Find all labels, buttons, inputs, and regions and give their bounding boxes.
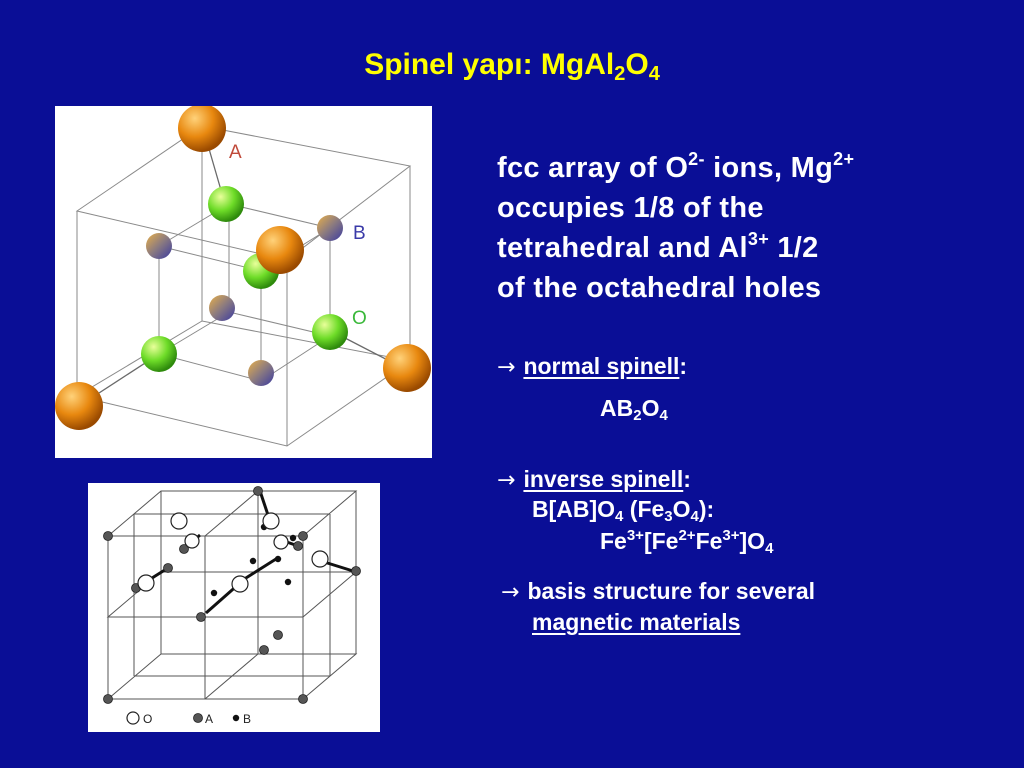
label-a: A	[229, 142, 242, 163]
label-o: O	[352, 308, 367, 329]
description-line-1: fcc array of O2- ions, Mg2+	[497, 149, 855, 184]
b-site-sphere	[317, 215, 343, 241]
basis-structure-note: →basis structure for several	[501, 578, 816, 605]
normal-spinell-heading: →normal spinell:	[497, 353, 688, 380]
description-line-2: occupies 1/8 of the	[497, 192, 764, 224]
a-site-atoms	[103, 486, 361, 704]
slide-title: Spinel yapı: MgAl2O4	[364, 48, 660, 85]
arrow-icon: →	[497, 468, 516, 493]
svg-text:O: O	[143, 712, 152, 726]
inverse-spinell-heading: →inverse spinell:	[497, 466, 691, 493]
arrow-icon: →	[497, 355, 516, 380]
o-site-sphere	[312, 314, 348, 350]
a-site-sphere	[383, 344, 431, 392]
legend: O A B	[126, 711, 251, 726]
b-site-sphere	[209, 295, 235, 321]
inverse-spinell-formula: B[AB]O4 (Fe3O4):	[532, 496, 715, 525]
spheres	[55, 106, 431, 430]
b-site-atoms	[210, 523, 297, 597]
spinel-structure-line-drawing: O A B	[88, 483, 380, 732]
o-site-sphere	[208, 186, 244, 222]
o-site-sphere	[141, 336, 177, 372]
arrow-icon: →	[501, 580, 520, 605]
spinel-structure-3d-model: A B O	[55, 106, 432, 458]
label-b: B	[353, 223, 366, 244]
svg-text:A: A	[205, 712, 213, 726]
description-line-4: of the octahedral holes	[497, 272, 822, 304]
structure-description: fcc array of O2- ions, Mg2+ occupies 1/8…	[497, 148, 997, 308]
a-site-sphere	[178, 106, 226, 152]
normal-spinell-formula: AB2O4	[600, 395, 668, 424]
b-site-sphere	[248, 360, 274, 386]
o-site-atoms	[137, 512, 329, 593]
svg-text:B: B	[243, 712, 251, 726]
inverse-spinell-ions: Fe3+[Fe2+Fe3+]O4	[600, 527, 774, 557]
basis-structure-note-line-2: magnetic materials	[532, 609, 741, 635]
lattice-lines	[106, 490, 358, 700]
a-site-sphere	[256, 226, 304, 274]
a-site-sphere	[55, 382, 103, 430]
b-site-sphere	[146, 233, 172, 259]
cube-frame	[75, 125, 412, 447]
description-line-3: tetrahedral and Al3+ 1/2	[497, 229, 819, 264]
